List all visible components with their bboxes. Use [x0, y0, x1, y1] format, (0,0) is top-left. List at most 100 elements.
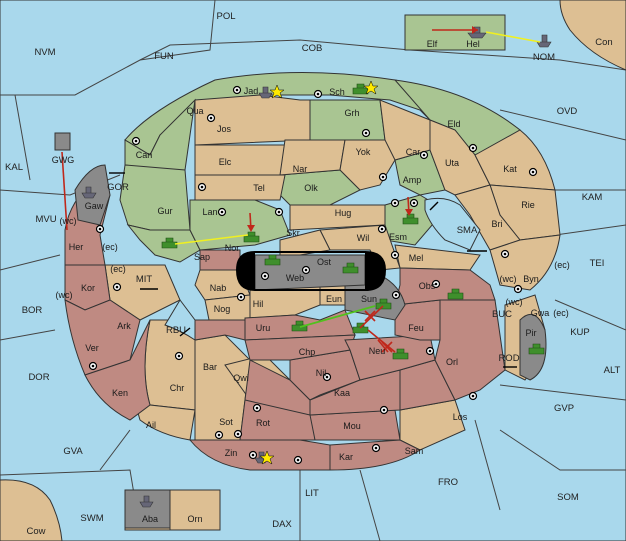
supply-center-core [316, 92, 320, 96]
province-car[interactable] [379, 99, 431, 161]
province-nar[interactable] [279, 139, 346, 176]
army-sch[interactable] [352, 83, 369, 95]
province-kar[interactable] [329, 439, 421, 471]
label-lit: LIT [305, 488, 319, 499]
label-ken: Ken [112, 388, 128, 398]
province-grh[interactable] [309, 99, 386, 141]
province-hug[interactable] [289, 204, 386, 231]
supply-center-core [394, 293, 398, 297]
province-con[interactable] [559, 0, 626, 71]
label-sch: Sch [329, 87, 345, 97]
order-arrow-x [377, 339, 389, 353]
fleet-gaw[interactable] [81, 186, 97, 199]
province-byn[interactable] [489, 234, 561, 291]
army-web[interactable] [264, 254, 281, 266]
label-mel: Mel [409, 253, 424, 263]
army-ost[interactable] [342, 262, 359, 274]
fleet-jad[interactable] [258, 86, 273, 99]
label-amp: Amp [403, 175, 422, 185]
label-lan: Lan [202, 207, 217, 217]
army-obs[interactable] [447, 288, 464, 300]
label-sam: Sam [405, 446, 424, 456]
army-neu-b[interactable] [392, 348, 409, 360]
supply-center-core [200, 185, 204, 189]
supply-center-core [239, 295, 243, 299]
province-orl[interactable] [434, 299, 506, 401]
label-bar: Bar [203, 362, 217, 372]
province-gwg[interactable] [54, 132, 71, 151]
army-sun[interactable] [375, 298, 392, 310]
supply-center-core [393, 201, 397, 205]
supply-center-core [217, 433, 221, 437]
label-ost: Ost [317, 257, 332, 267]
province-orn[interactable] [169, 489, 221, 531]
province-ver[interactable] [64, 299, 141, 376]
label-nil: Nil [316, 368, 327, 378]
army-sap[interactable] [161, 237, 178, 249]
label-hug: Hug [335, 208, 352, 218]
label-kaa: Kaa [334, 388, 350, 398]
army-pir[interactable] [528, 343, 545, 355]
label-buc: BUC [492, 309, 512, 320]
label-qua: Qua [186, 106, 203, 116]
label-tel: Tel [253, 183, 265, 193]
label-kup: KUP [570, 327, 590, 338]
label-neu: Neu [369, 346, 386, 356]
supply-center-core [428, 349, 432, 353]
province-gur[interactable] [119, 164, 191, 231]
order-arrow-gwg-her [61, 151, 68, 231]
province-ken[interactable] [84, 319, 151, 421]
label-orn: Orn [187, 514, 202, 524]
label-coast-byn-wc: (wc) [500, 274, 517, 284]
label-orl: Orl [446, 357, 458, 367]
supply-center-core [91, 364, 95, 368]
supply-center-core [374, 446, 378, 450]
supply-center-core [516, 287, 520, 291]
province-elf-hel[interactable] [404, 14, 506, 51]
label-som: SOM [557, 492, 579, 503]
label-coast-kor-ec: (ec) [110, 264, 126, 274]
label-esm: Esm [389, 232, 407, 242]
supply-center-core [115, 285, 119, 289]
supply-center-core [393, 253, 397, 257]
label-kat: Kat [503, 164, 517, 174]
province-lan-nor[interactable] [189, 199, 291, 251]
label-sot: Sot [219, 417, 233, 427]
label-kal: KAL [5, 162, 23, 173]
order-arrow-uru-sun [299, 305, 376, 328]
label-ark: Ark [117, 321, 131, 331]
label-byn: Byn [523, 274, 539, 284]
label-coast-kor-wc: (wc) [56, 290, 73, 300]
supply-center-core [255, 406, 259, 410]
sea-sma-inlet[interactable] [424, 197, 481, 251]
label-coast-byn-ec: (ec) [554, 260, 570, 270]
army-esm[interactable] [402, 213, 419, 225]
arrowhead-icon [405, 209, 413, 216]
province-chp[interactable] [244, 334, 356, 361]
label-ver: Ver [85, 343, 99, 353]
label-gaw: Gaw [85, 201, 104, 211]
label-can: Can [136, 150, 153, 160]
label-her: Her [69, 242, 84, 252]
province-cow[interactable] [0, 479, 63, 541]
province-elc[interactable] [194, 144, 291, 176]
label-olk: Olk [304, 183, 318, 193]
fleet-aba[interactable] [139, 495, 154, 508]
army-nor[interactable] [243, 231, 260, 243]
adjacency-sma-inlet [429, 201, 439, 211]
label-gwg: GWG [52, 155, 75, 165]
supply-center-core [236, 432, 240, 436]
province-ail[interactable] [128, 383, 196, 441]
label-kam: KAM [582, 192, 603, 203]
province-aba[interactable] [124, 489, 171, 529]
label-chp: Chp [299, 347, 316, 357]
label-nar: Nar [293, 164, 308, 174]
label-sap: Sap [194, 252, 210, 262]
province-tel[interactable] [194, 174, 286, 201]
label-cob: COB [302, 43, 323, 54]
label-fro: FRO [438, 477, 458, 488]
fleet-nom[interactable] [536, 34, 552, 48]
supply-centers [88, 85, 538, 465]
army-uru[interactable] [291, 320, 308, 332]
label-mvu: MVU [35, 214, 56, 225]
